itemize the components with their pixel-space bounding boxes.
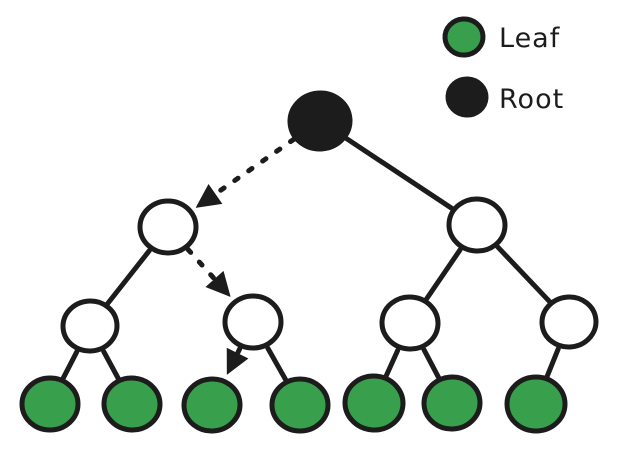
edge-root-right: [344, 136, 456, 212]
tree-node-leaf-7: [504, 374, 568, 434]
edge-right-left-leaf-6: [421, 347, 441, 380]
edge-right-right-leaf-7: [544, 346, 561, 379]
edge-right-right-left: [423, 247, 463, 302]
tree-node-left-right: [222, 293, 284, 351]
edges-layer: [60, 136, 561, 383]
tree-node-leaf-3: [181, 376, 243, 434]
legend-root-swatch-icon: [445, 76, 489, 118]
legend-root-label: Root: [499, 84, 564, 115]
edge-left-left-leaf-2: [101, 349, 121, 381]
legend-item-root: Root: [445, 76, 564, 118]
edge-left-right-leaf-4: [265, 345, 289, 383]
legend-leaf-label: Leaf: [499, 23, 561, 54]
edge-left-right-leaf-3-arrow: [226, 346, 240, 371]
edge-right-left-leaf-5: [383, 347, 401, 379]
legend-leaf-swatch-icon: [442, 16, 486, 58]
tree-node-leaf-5: [342, 373, 406, 433]
edge-right-right-right: [495, 244, 553, 305]
tree-node-right: [446, 196, 508, 254]
edge-root-left-arrow: [199, 136, 297, 205]
edge-left-left-leaf-1: [60, 349, 80, 381]
legend-item-leaf: Leaf: [442, 16, 561, 58]
legend: Leaf Root: [442, 16, 564, 118]
tree-node-leaf-6: [421, 374, 483, 432]
tree-node-left: [137, 198, 199, 256]
tree-node-root: [287, 90, 353, 152]
tree-node-leaf-1: [19, 375, 81, 433]
edge-left-left-right-arrow: [185, 246, 228, 293]
tree-node-leaf-4: [269, 376, 331, 434]
nodes-layer: [19, 90, 599, 434]
tree-node-right-right: [539, 294, 599, 350]
tree-node-left-left: [60, 298, 120, 354]
edge-left-left-left: [104, 248, 152, 307]
tree-node-right-left: [379, 294, 441, 352]
tree-node-leaf-2: [101, 375, 163, 433]
